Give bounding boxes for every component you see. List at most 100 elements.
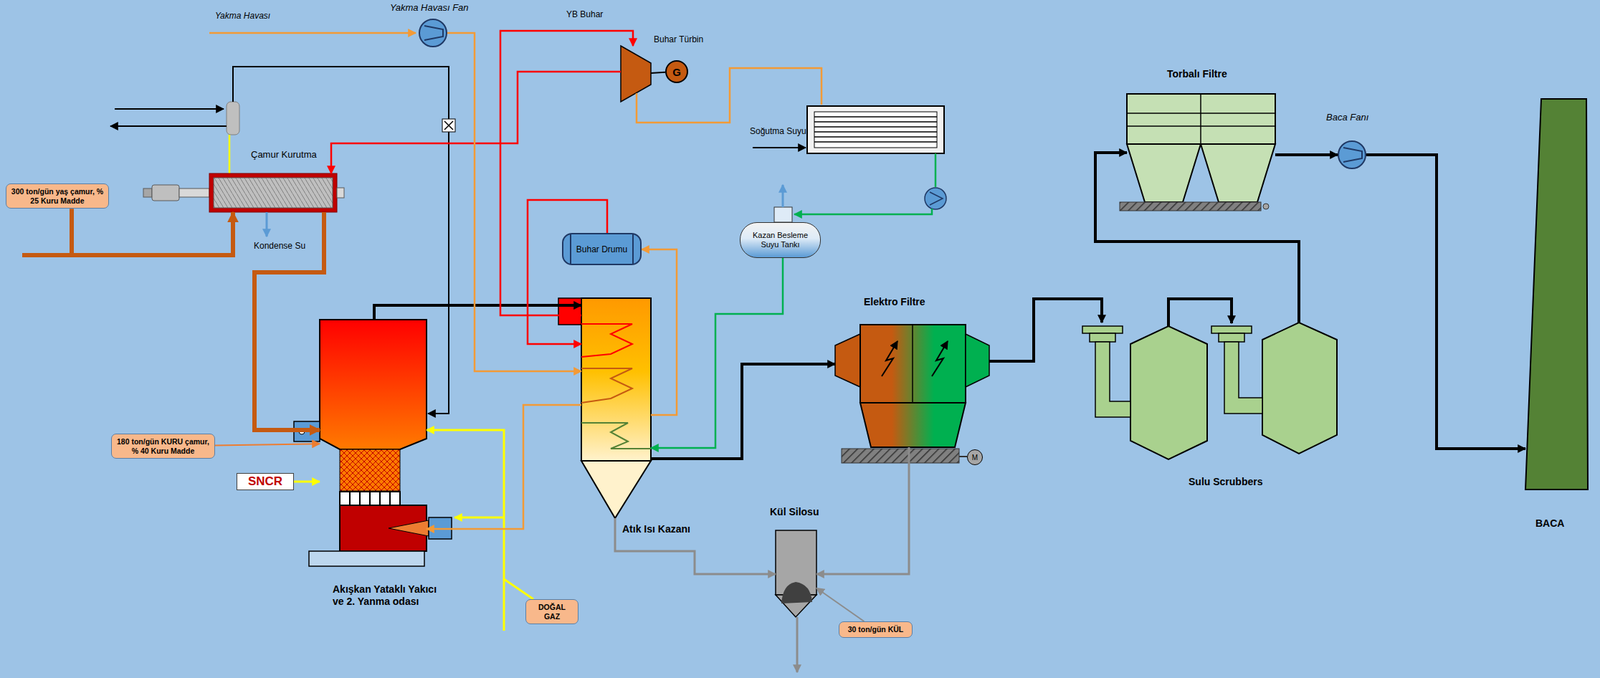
- bag-filter: [1126, 93, 1276, 145]
- bag-filter: Torbalı Filtre: [1126, 93, 1276, 203]
- equipment-label: Atık Isı Kazanı: [622, 523, 691, 536]
- stream-label: Yakma Havası: [215, 10, 271, 21]
- fluidized-bed-furnace: [308, 551, 425, 567]
- wet-scrubber: [1095, 341, 1131, 418]
- heat-exchanger-vessel: [228, 134, 231, 174]
- waste-heat-boiler: [581, 324, 633, 357]
- sludge-dryer: [209, 173, 337, 213]
- ash-silo: [775, 530, 817, 673]
- equipment-label: Kül Silosu: [769, 506, 819, 519]
- equipment-label: Baca Fanı: [1326, 111, 1369, 124]
- pipe-connector: [650, 364, 836, 459]
- fan-symbol: [1343, 147, 1363, 163]
- node-text: Kazan Besleme Suyu Tankı: [749, 230, 812, 249]
- node-text: SNCR: [248, 474, 283, 489]
- fan-symbol: [1338, 141, 1366, 169]
- bag-filter: [1126, 93, 1276, 145]
- feedwater-pump: [774, 153, 947, 223]
- wet-scrubber: [1218, 333, 1245, 342]
- ash-silo: Kül Silosu: [775, 530, 817, 618]
- electrostatic-filter: [911, 324, 914, 403]
- electrostatic-filter: [881, 341, 898, 377]
- waste-heat-boiler: Atık Isı Kazanı: [581, 298, 651, 519]
- pipe-connector: [71, 208, 233, 256]
- sncr-box: SNCR: [236, 473, 294, 491]
- sludge-dryer: [265, 212, 269, 237]
- turbine: Buhar Türbin: [620, 45, 651, 102]
- pipe-connector: [1275, 153, 1338, 157]
- electrostatic-filter: [959, 455, 968, 458]
- node-text: Buhar Drumu: [576, 244, 628, 255]
- air-inlet-line: [209, 32, 416, 35]
- callout-box: 180 ton/gün KURU çamur, % 40 Kuru Madde: [111, 433, 216, 459]
- fan-symbol: [419, 19, 447, 47]
- equipment-label: Yakma Havası Fan: [389, 2, 469, 14]
- feedwater-pump: [774, 207, 793, 223]
- node-text: M: [972, 453, 978, 462]
- pipe-connector: [374, 305, 582, 320]
- callout-box: 300 ton/gün yaş çamur, % 25 Kuru Madde: [5, 183, 109, 209]
- wet-scrubber: [1130, 326, 1208, 460]
- electrostatic-filter: [965, 334, 990, 388]
- feedwater-pump: [782, 184, 785, 208]
- ash-silo: [796, 617, 799, 673]
- gas-pipe: [454, 517, 504, 631]
- feedwater-pump: [924, 187, 947, 210]
- electrostatic-filter: [931, 341, 948, 377]
- heat-exchanger-vessel: [110, 125, 227, 127]
- heat-exchanger-vessel: [226, 101, 240, 135]
- fan-symbol: [419, 19, 447, 47]
- stream-label: YB Buhar: [566, 9, 603, 20]
- sludge-dryer: [143, 188, 152, 198]
- pipe-connector: [426, 430, 534, 600]
- fan-symbol: [1338, 141, 1366, 169]
- fan-symbol: [424, 25, 444, 41]
- condenser: [814, 116, 937, 142]
- stack-fan: Baca Fanı: [1337, 140, 1367, 170]
- pipe-connector: [331, 71, 621, 174]
- wet-scrubber: [1089, 333, 1116, 342]
- node-text: G: [672, 65, 682, 79]
- bag-filter: [1200, 144, 1276, 203]
- stack: BACA: [1525, 98, 1588, 490]
- equipment-label: Sulu Scrubbers: [1188, 475, 1263, 489]
- stack: [1525, 98, 1588, 490]
- condenser: [752, 146, 806, 149]
- pipe-connector: [254, 212, 325, 431]
- pipe-connector: [215, 443, 320, 446]
- wet-scrubber: [1224, 341, 1263, 414]
- scrubbers: Sulu Scrubbers: [1082, 322, 1337, 460]
- electrostatic-filter: [835, 334, 861, 388]
- feedwater-pump: [929, 192, 943, 206]
- furnace: Akışkan Yataklı Yakıcı ve 2. Yanma odası: [319, 319, 427, 567]
- condenser: [814, 111, 937, 148]
- equipment-label: Akışkan Yataklı Yakıcı ve 2. Yanma odası: [332, 583, 441, 608]
- node-text: 30 ton/gün KÜL: [848, 625, 904, 635]
- steam-turbine: [636, 68, 822, 123]
- pipe-connector: [650, 72, 666, 74]
- gas-pipe: [454, 516, 504, 519]
- electro-filter: Elektro Filtre: [835, 324, 990, 448]
- pipe-connector: [615, 518, 776, 575]
- node-text: 300 ton/gün yaş çamur, % 25 Kuru Madde: [10, 187, 104, 206]
- waste-heat-boiler: [581, 368, 633, 403]
- electrostatic-filter: [860, 402, 966, 448]
- feedwater-pump: [794, 208, 932, 215]
- waste-heat-boiler: [581, 298, 651, 461]
- heat-exchanger-vessel: [444, 121, 454, 130]
- pipe-connector: [650, 258, 783, 449]
- wet-scrubber: [1168, 298, 1232, 327]
- sludge-dryer: [151, 184, 180, 201]
- equipment-label: Torbalı Filtre: [1167, 68, 1228, 81]
- callout-box: DOĞAL GAZ: [525, 599, 579, 625]
- waste-heat-boiler: [558, 298, 582, 325]
- fan: Yakma Havası Fan: [418, 18, 448, 48]
- air-inlet-line: [209, 32, 416, 34]
- pipe-connector: [500, 30, 633, 316]
- bag-filter: [1119, 93, 1276, 211]
- pipe-connector: [1366, 154, 1526, 449]
- condenser: [807, 106, 945, 154]
